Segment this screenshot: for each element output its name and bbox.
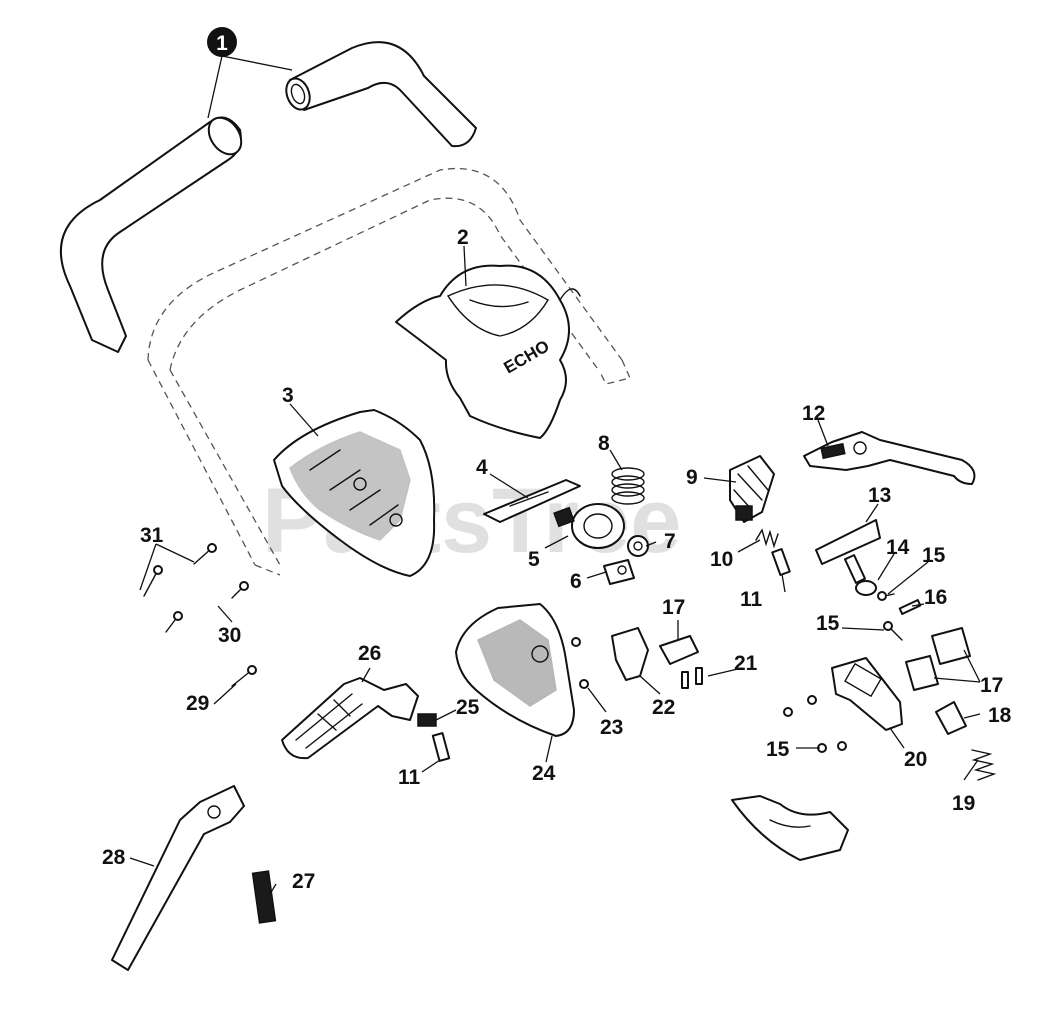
part-20-bracket: [831, 657, 903, 731]
part-17-switch-b: [905, 627, 971, 691]
callout-30: 30: [218, 624, 241, 647]
part-11-pin-a: [771, 548, 791, 576]
callout-15-c: 15: [766, 738, 790, 761]
part-13-knob: [815, 519, 881, 584]
part-23-screws: [571, 637, 589, 689]
part-21-pins: [681, 667, 703, 689]
part-3-lower-housing: [273, 409, 436, 577]
callout-11-a: 11: [740, 588, 763, 611]
part-30-bolts: [165, 581, 249, 633]
callout-14: 14: [886, 536, 910, 559]
part-7-gear: [627, 535, 649, 557]
callout-15-a: 15: [922, 544, 946, 567]
part-26-throttle-lever: [281, 677, 419, 760]
callout-15-b: 15: [816, 612, 840, 635]
part-9-trigger-lock: [729, 455, 775, 523]
part-10-spring: [755, 528, 779, 549]
callout-9: 9: [686, 466, 698, 489]
callout-18: 18: [988, 704, 1012, 727]
callout-12: 12: [802, 402, 825, 425]
callout-17-a: 17: [662, 596, 685, 619]
callout-29: 29: [186, 692, 209, 715]
leader-lines: [129, 55, 981, 895]
part-28-lever: [111, 785, 245, 971]
part-17-switch-a: [659, 635, 699, 665]
callout-10: 10: [710, 548, 733, 571]
callout-11-b: 11: [398, 766, 421, 789]
callout-16: 16: [924, 586, 947, 609]
callout-20: 20: [904, 748, 927, 771]
part-2-top-cover: ECHO: [395, 264, 581, 439]
part-15-screws: [783, 591, 903, 753]
part-5-ratchet: [553, 503, 625, 549]
callout-17-b: 17: [980, 674, 1003, 697]
part-6-latch: [603, 559, 635, 585]
callout-4: 4: [476, 456, 488, 479]
callout-2: 2: [457, 226, 469, 249]
part-1-grip-tubes: [60, 41, 477, 353]
callout-26: 26: [358, 642, 381, 665]
callout-6: 6: [570, 570, 582, 593]
callout-13: 13: [868, 484, 891, 507]
wire-harness: [731, 795, 849, 861]
part-19-spring: [971, 749, 997, 781]
callout-1: 1: [207, 27, 237, 57]
callout-21: 21: [734, 652, 758, 675]
handle-frame-outline: [147, 168, 631, 576]
callout-27: 27: [292, 870, 315, 893]
callout-24: 24: [532, 762, 556, 785]
callout-3: 3: [282, 384, 294, 407]
callout-19: 19: [952, 792, 975, 815]
part-18-sleeve: [935, 701, 967, 735]
part-24-grip-housing: [455, 603, 575, 737]
callout-8: 8: [598, 432, 610, 455]
callout-31: 31: [140, 524, 164, 547]
callout-22: 22: [652, 696, 675, 719]
svg-text:1: 1: [216, 32, 228, 55]
callout-25: 25: [456, 696, 480, 719]
callout-7: 7: [664, 530, 676, 553]
part-11-pin-b: [431, 732, 451, 762]
callout-28: 28: [102, 846, 126, 869]
part-27-spring: [251, 870, 277, 924]
part-25-spring: [417, 713, 437, 727]
callout-5: 5: [528, 548, 540, 571]
part-14-clip: [855, 580, 877, 596]
callout-23: 23: [600, 716, 623, 739]
part-22-block: [611, 627, 649, 681]
part-29-bolt: [231, 665, 257, 687]
part-31-bolts: [143, 543, 217, 597]
part-8-spring: [611, 467, 645, 505]
part-16-pin: [898, 599, 922, 615]
part-4-plate: [483, 479, 581, 523]
part-12-lever: [803, 431, 976, 485]
